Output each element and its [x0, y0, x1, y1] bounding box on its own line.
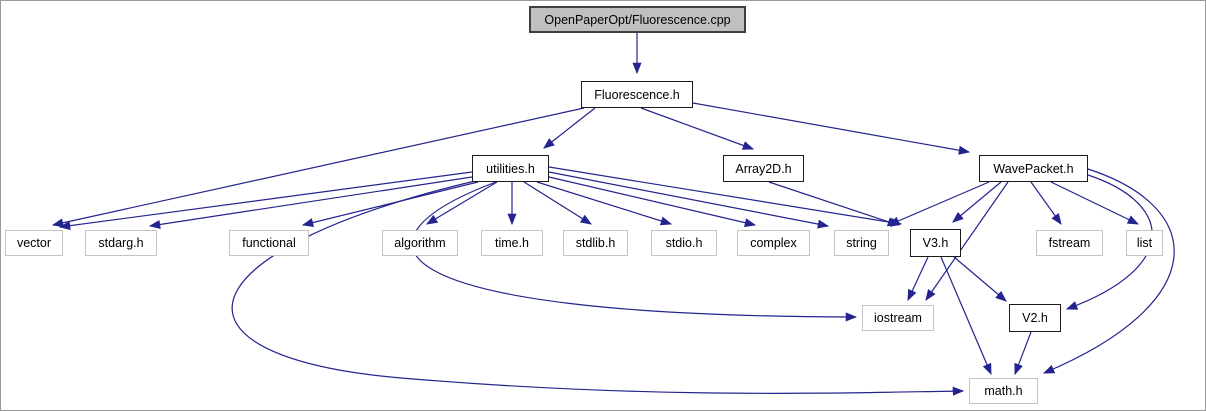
- node-utilities-h[interactable]: utilities.h: [472, 155, 549, 182]
- edge-v3-math: [940, 256, 992, 376]
- edge-fluorescence-wavepacket: [692, 102, 971, 155]
- edge-v2-math: [1014, 331, 1032, 376]
- node-v2-h[interactable]: V2.h: [1009, 304, 1061, 332]
- node-v3-h[interactable]: V3.h: [910, 229, 961, 257]
- node-time-h: time.h: [481, 230, 543, 256]
- edge-fluorescence-vector: [51, 107, 585, 228]
- edge-wavepacket-list: [1050, 181, 1140, 225]
- edge-wavepacket-iostream: [925, 181, 1009, 301]
- node-array2d-h[interactable]: Array2D.h: [723, 155, 804, 182]
- edge-fluorescence-array2d: [640, 107, 755, 150]
- edge-utilities-algorithm: [426, 181, 498, 225]
- node-wavepacket-h[interactable]: WavePacket.h: [979, 155, 1088, 182]
- node-openpaperopt-fluorescence-cpp: OpenPaperOpt/Fluorescence.cpp: [529, 6, 746, 33]
- node-stdio-h: stdio.h: [651, 230, 717, 256]
- edge-array2d-v3: [768, 181, 900, 227]
- edge-utilities-complex: [548, 176, 757, 228]
- edge-utilities-stdio: [536, 181, 673, 226]
- node-algorithm: algorithm: [382, 230, 458, 256]
- edge-fluorescence-utilities: [543, 107, 596, 149]
- edge-v3-v2: [953, 256, 1007, 302]
- node-list: list: [1126, 230, 1163, 256]
- node-stdarg-h: stdarg.h: [85, 230, 157, 256]
- edge-wavepacket-string: [887, 181, 990, 226]
- edge-wavepacket-v3: [952, 181, 1002, 223]
- edge-utilities-v3: [548, 166, 903, 227]
- edge-utilities-functional: [301, 181, 479, 227]
- edge-wavepacket-fstream: [1030, 181, 1062, 225]
- node-math-h: math.h: [969, 378, 1038, 404]
- node-fstream: fstream: [1036, 230, 1103, 256]
- node-fluorescence-h[interactable]: Fluorescence.h: [581, 81, 693, 108]
- edge-utilities-string: [548, 171, 830, 229]
- node-stdlib-h: stdlib.h: [563, 230, 628, 256]
- edge-v3-iostream: [907, 256, 929, 302]
- edge-utilities-iostream: [411, 181, 858, 322]
- node-complex: complex: [737, 230, 810, 256]
- node-string: string: [834, 230, 889, 256]
- edge-utilities-vector: [58, 171, 473, 231]
- node-vector: vector: [5, 230, 63, 256]
- edge-wavepacket-math: [1042, 168, 1175, 374]
- edge-utilities-math: [231, 180, 965, 396]
- node-iostream: iostream: [862, 305, 934, 331]
- node-functional: functional: [229, 230, 309, 256]
- edge-utilities-stdarg: [148, 176, 473, 229]
- edge-utilities-stdlib: [523, 181, 592, 225]
